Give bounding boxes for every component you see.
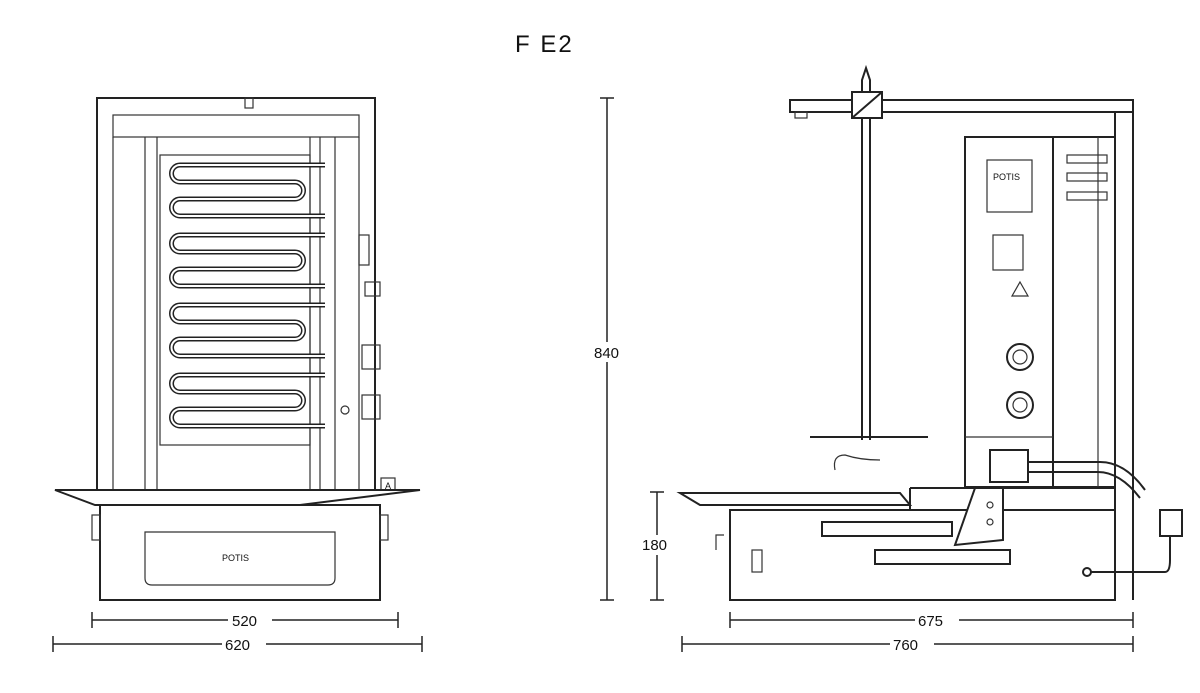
side-view: POTIS 675 760	[676, 64, 1183, 654]
bracket	[953, 487, 1004, 547]
heating-coil	[170, 374, 325, 427]
side-drip-tray	[676, 492, 913, 506]
height-dimension: 840 180	[592, 97, 680, 601]
dim-840: 840	[594, 345, 619, 362]
dim-520: 520	[232, 613, 257, 630]
heating-coil	[169, 232, 325, 289]
front-drip-tray	[54, 489, 421, 506]
heating-coil	[170, 164, 325, 217]
control-panel	[964, 136, 1054, 488]
front-switch-2	[361, 394, 381, 420]
heating-coils	[169, 162, 325, 429]
heating-coil	[170, 234, 325, 287]
heating-coil	[170, 304, 325, 357]
control-knob-1	[1006, 343, 1034, 371]
front-marker: A	[385, 481, 391, 491]
heating-coil	[169, 372, 325, 429]
dim-180: 180	[642, 537, 667, 554]
front-knob	[364, 281, 381, 297]
front-brand-label: POTIS	[222, 553, 249, 563]
plug	[1159, 509, 1183, 537]
heating-coil	[169, 162, 325, 219]
front-view: A POTIS 520 620	[52, 97, 423, 654]
drawing-title: F E2	[515, 31, 574, 58]
slide-rail-2	[874, 549, 1011, 565]
brand-plate	[986, 159, 1033, 213]
side-panel	[1052, 136, 1116, 488]
heating-coil	[169, 302, 325, 359]
front-top-bar	[112, 114, 360, 138]
dim-620: 620	[225, 637, 250, 654]
front-frame	[96, 97, 376, 491]
top-arm	[789, 99, 1134, 113]
power-socket	[989, 449, 1029, 483]
front-switch-1	[361, 344, 381, 370]
heater-panel	[159, 154, 311, 446]
front-drawer	[144, 531, 336, 586]
dim-760: 760	[893, 637, 918, 654]
side-base	[729, 509, 1116, 601]
spit-tip	[861, 64, 871, 93]
side-brand-label: POTIS	[993, 172, 1020, 182]
dim-675: 675	[918, 613, 943, 630]
control-knob-2	[1006, 391, 1034, 419]
front-base	[99, 504, 381, 601]
slide-rail-1	[821, 521, 953, 537]
